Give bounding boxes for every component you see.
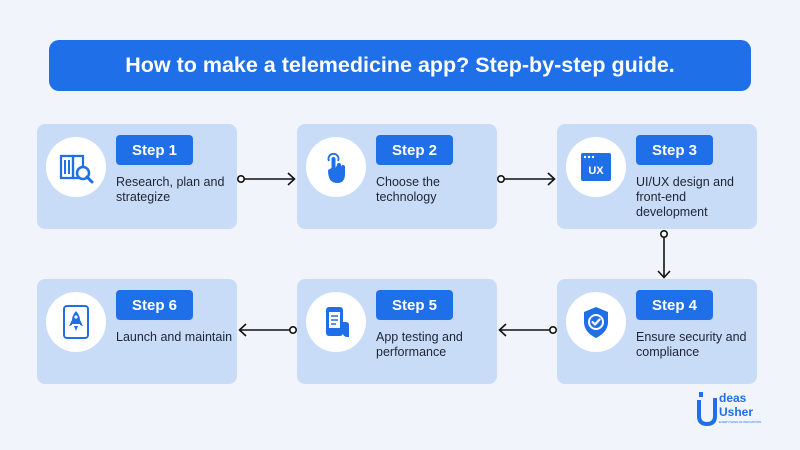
step-card-6: Step 6 Launch and maintain: [37, 279, 237, 384]
step-card-3: UX Step 3 UI/UX design and front-end dev…: [557, 124, 757, 229]
rocket-launch-icon: [63, 305, 89, 339]
arrow-step1-to-step2: [236, 172, 296, 186]
step-label: Step 3: [636, 135, 713, 165]
research-book-icon: [59, 154, 94, 184]
step-icon-circle: UX: [566, 137, 626, 197]
step-description: Launch and maintain: [116, 330, 233, 344]
step-card-2: Step 2 Choose the technology: [297, 124, 497, 229]
arrow-step3-to-step4: [657, 229, 671, 279]
arrow-step5-to-step6: [238, 323, 297, 337]
step-label: Step 6: [116, 290, 193, 320]
logo-line2: Usher: [719, 405, 753, 419]
step-icon-circle: [566, 292, 626, 352]
step-icon-circle: [46, 137, 106, 197]
ux-window-icon: UX: [581, 153, 611, 181]
step-description: App testing and performance: [376, 330, 463, 359]
step-description: Ensure security and compliance: [636, 330, 747, 359]
page-title: How to make a telemedicine app? Step-by-…: [49, 40, 751, 91]
security-shield-icon: [584, 307, 608, 338]
logo-tagline: EVERYTHING IN INNOVATION: [719, 420, 761, 424]
step-description: UI/UX design and front-end development: [636, 175, 734, 219]
step-card-4: Step 4 Ensure security and compliance: [557, 279, 757, 384]
step-description: Choose the technology: [376, 175, 440, 204]
step-card-1: Step 1 Research, plan and strategize: [37, 124, 237, 229]
step-icon-circle: [46, 292, 106, 352]
brand-logo: deas Usher EVERYTHING IN INNOVATION: [697, 391, 761, 427]
step-description: Research, plan and strategize: [116, 175, 225, 204]
touch-hand-icon: [327, 153, 345, 183]
arrow-step2-to-step3: [496, 172, 556, 186]
step-label: Step 2: [376, 135, 453, 165]
logo-line1: deas: [719, 391, 747, 405]
mobile-testing-icon: [326, 307, 349, 337]
step-label: Step 1: [116, 135, 193, 165]
step-icon-circle: [306, 292, 366, 352]
step-icon-circle: [306, 137, 366, 197]
step-card-5: Step 5 App testing and performance: [297, 279, 497, 384]
step-label: Step 5: [376, 290, 453, 320]
step-label: Step 4: [636, 290, 713, 320]
svg-text:UX: UX: [588, 165, 604, 177]
arrow-step4-to-step5: [498, 323, 557, 337]
